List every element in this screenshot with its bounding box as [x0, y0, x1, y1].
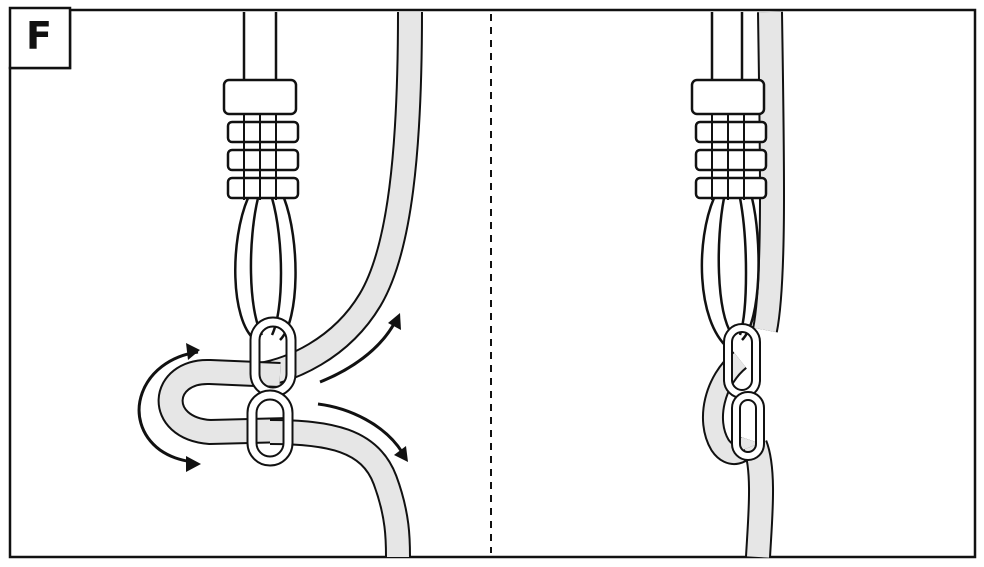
wrap-arrow-icon: [137, 350, 199, 464]
left-panel: [137, 11, 423, 558]
cord-lock-top: [222, 78, 298, 116]
pull-arrow-down-icon: [317, 402, 404, 453]
pull-arrow-up-icon: [319, 321, 397, 384]
step-label-box: [8, 6, 72, 70]
cord-lock-top-right: [690, 78, 766, 116]
step-label: F: [26, 14, 52, 58]
right-panel: [690, 11, 786, 558]
chain-link-upper-right: [723, 323, 761, 399]
panel-frame: [8, 8, 977, 559]
